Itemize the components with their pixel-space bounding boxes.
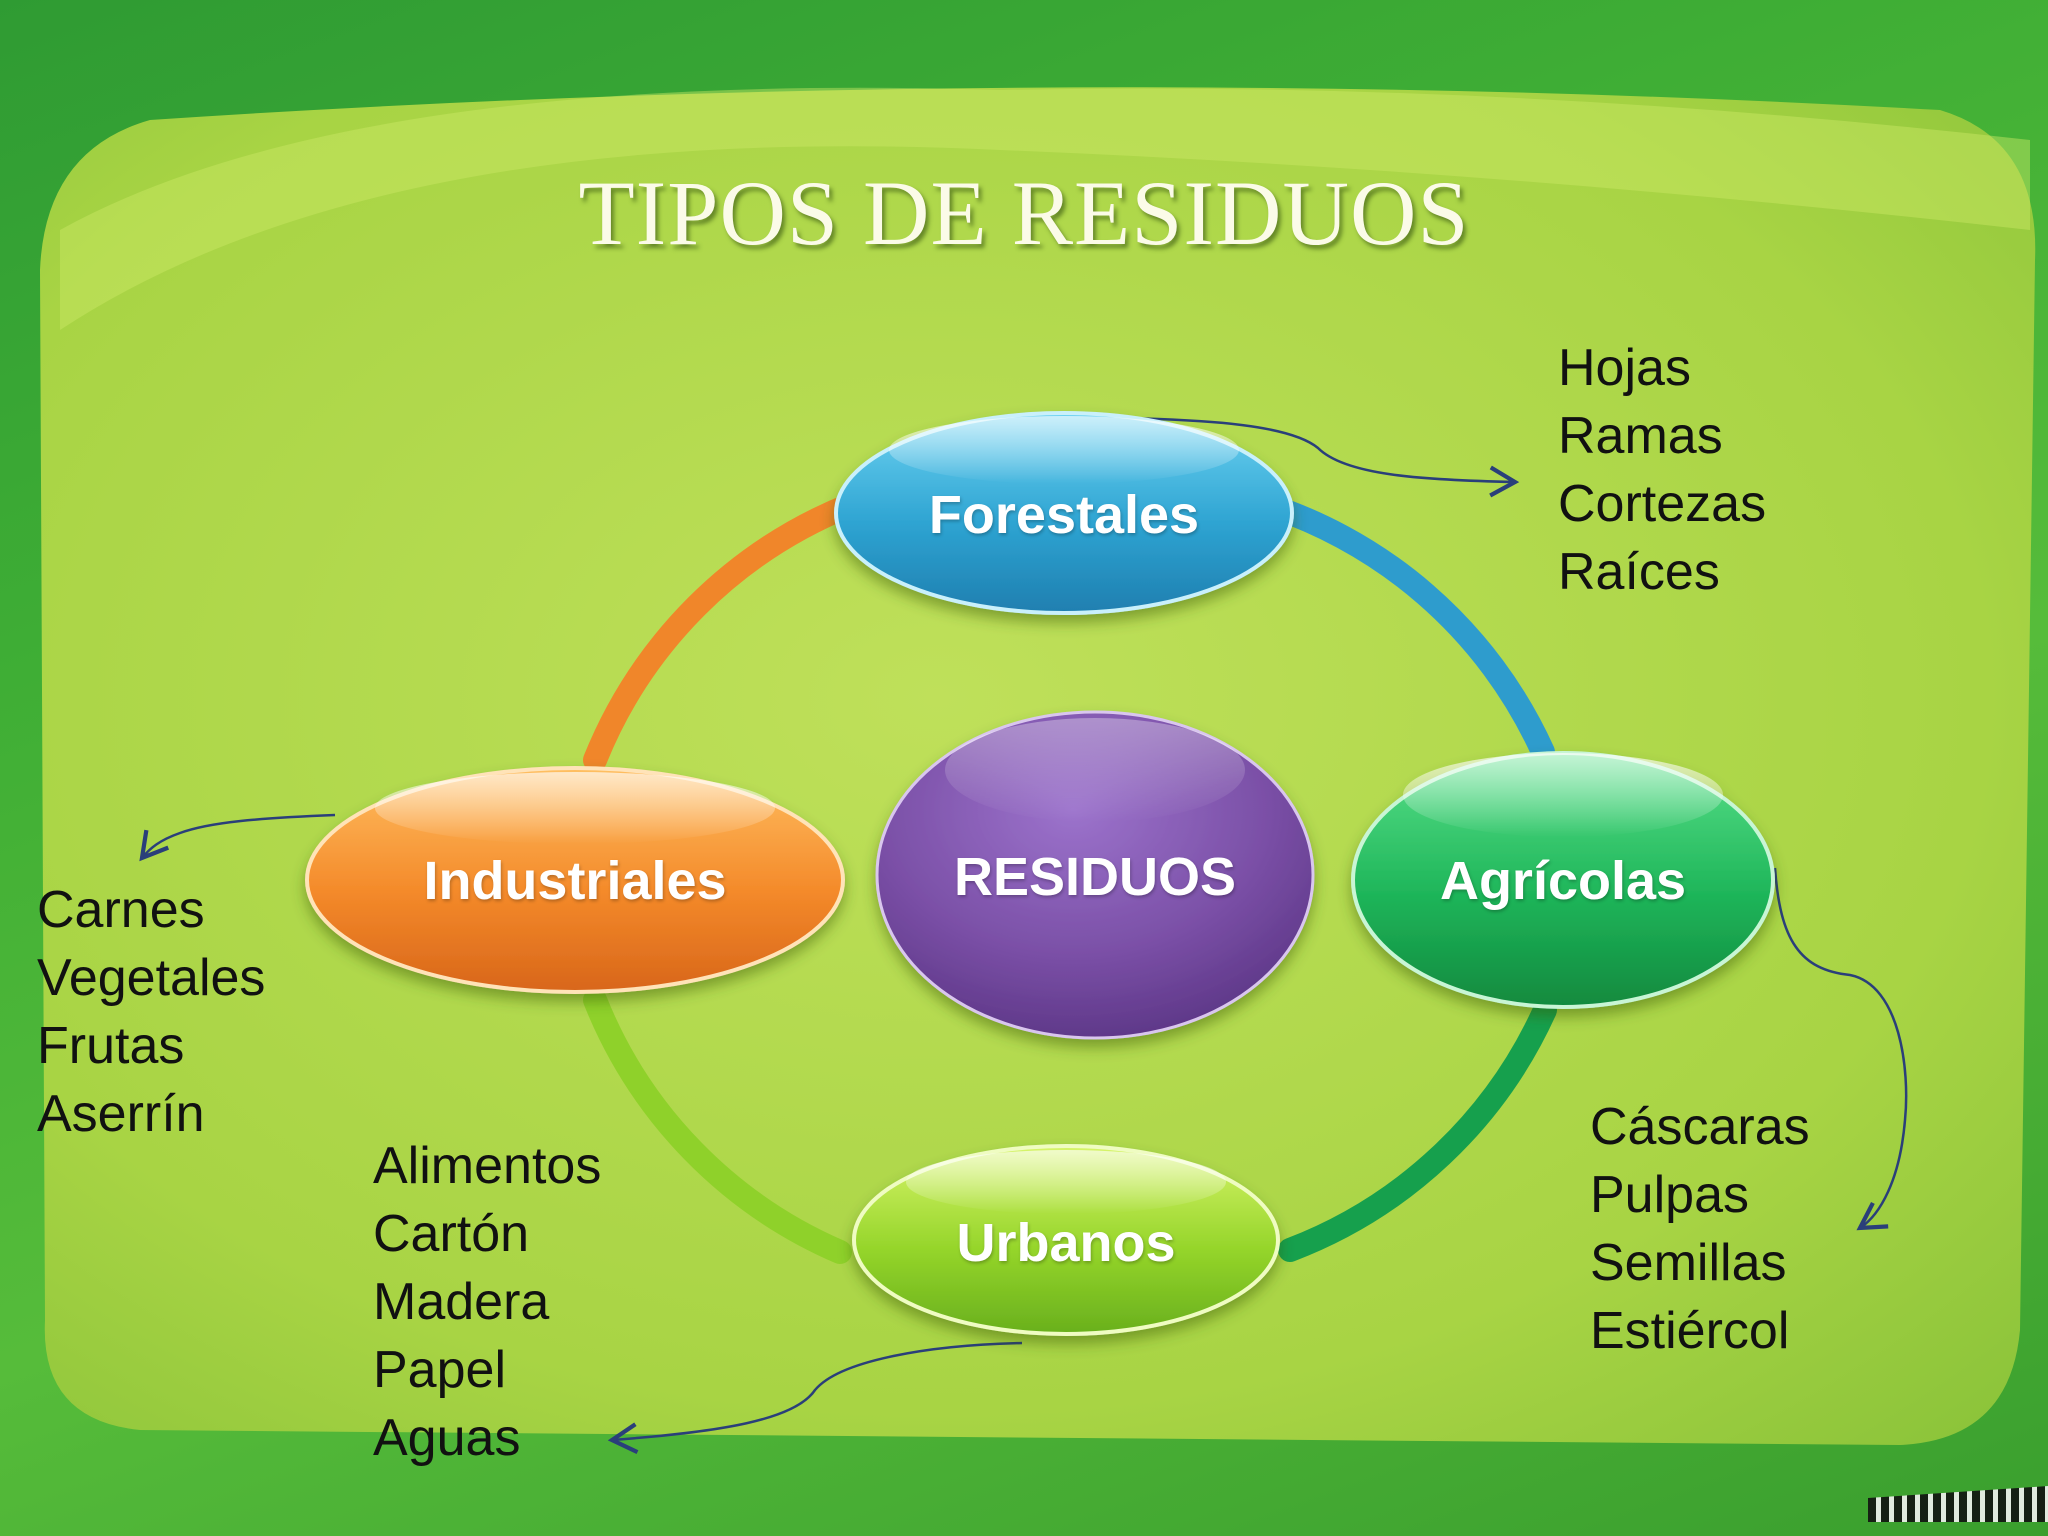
list-item: Cortezas (1558, 475, 1767, 533)
node-agricolas (1351, 751, 1775, 1009)
node-industriales (305, 766, 845, 994)
node-forestales (834, 411, 1294, 615)
list-urbanos: Alimentos Cartón Madera Papel Aguas (373, 1132, 601, 1472)
arrow-urbanos (607, 1341, 1023, 1455)
center-label: RESIDUOS (953, 847, 1237, 907)
list-forestales: Hojas Ramas Cortezas Raíces (1558, 334, 1766, 606)
center-node (875, 710, 1315, 1040)
list-industriales: Carnes Vegetales Frutas Aserrín (37, 876, 265, 1148)
node-label-urbanos: Urbanos (956, 1213, 1176, 1273)
arrow-industriales (139, 813, 336, 862)
node-label-agricolas: Agrícolas (1439, 851, 1687, 911)
list-item: Papel (373, 1341, 506, 1399)
arrow-forestales (1121, 416, 1520, 498)
list-item: Ramas (1558, 407, 1723, 465)
list-item: Frutas (37, 1017, 185, 1075)
background-swoosh (60, 87, 2030, 331)
node-label-forestales: Forestales (928, 485, 1200, 545)
arrow-agricolas (1773, 867, 1908, 1231)
node-label-industriales: Industriales (423, 851, 727, 911)
list-item: Vegetales (37, 949, 266, 1007)
list-item: Alimentos (373, 1137, 602, 1195)
list-item: Cartón (373, 1205, 530, 1263)
list-item: Aguas (373, 1409, 521, 1467)
list-item: Madera (373, 1273, 550, 1331)
ring-segment-lime (583, 988, 852, 1264)
ring-segment-orange (583, 493, 862, 772)
list-item: Estiércol (1590, 1302, 1790, 1360)
list-item: Pulpas (1590, 1166, 1749, 1224)
list-item: Semillas (1590, 1234, 1787, 1292)
list-item: Cáscaras (1590, 1098, 1810, 1156)
list-item: Aserrín (37, 1085, 205, 1143)
ring-segment-blue (1240, 488, 1555, 764)
list-agricolas: Cáscaras Pulpas Semillas Estiércol (1590, 1093, 1810, 1365)
list-item: Carnes (37, 881, 205, 939)
list-item: Raíces (1558, 543, 1720, 601)
list-item: Hojas (1558, 339, 1691, 397)
ring-segment-green (1278, 998, 1557, 1262)
node-urbanos (852, 1144, 1280, 1336)
page-title: TIPOS DE RESIDUOS (578, 162, 1470, 264)
